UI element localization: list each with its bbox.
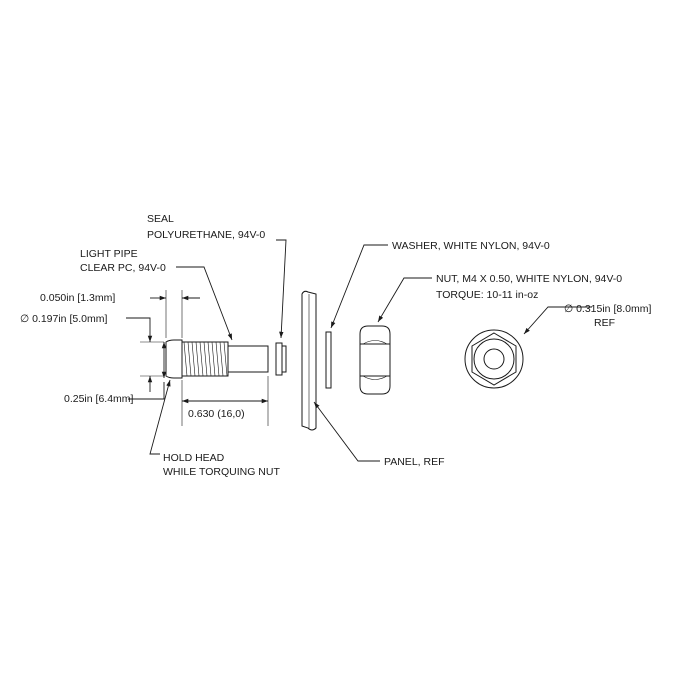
nut-body xyxy=(359,325,391,395)
seal-ring-outer xyxy=(275,342,283,376)
panel-leader xyxy=(313,401,380,462)
washer-part xyxy=(325,331,332,389)
thread-line xyxy=(199,341,204,377)
seal-leader xyxy=(276,239,287,339)
washer-leader xyxy=(330,244,388,329)
thread-line xyxy=(183,341,188,377)
light-pipe-leader xyxy=(176,266,233,341)
thread-line xyxy=(223,341,228,377)
thread-line xyxy=(195,341,200,377)
length-label: 0.630 (16,0) xyxy=(188,408,245,420)
nut-label-1: NUT, M4 X 0.50, WHITE NYLON, 94V-0 xyxy=(436,273,622,285)
nut-end-view xyxy=(464,329,524,389)
hold-head-leader xyxy=(149,379,171,455)
panel-label: PANEL, REF xyxy=(384,456,445,468)
nut-ref-label: REF xyxy=(594,317,615,329)
dim-head-height xyxy=(128,342,167,400)
light-pipe-tip xyxy=(227,345,269,373)
light-pipe-label-1: LIGHT PIPE xyxy=(80,248,138,260)
nut-label-2: TORQUE: 10-11 in-oz xyxy=(436,289,538,301)
hold-head-label-1: HOLD HEAD xyxy=(163,452,225,464)
dim-length xyxy=(181,376,269,426)
thread-lines xyxy=(183,341,228,377)
thread-line xyxy=(203,341,208,377)
thread-line xyxy=(207,341,212,377)
seal-label-2: POLYURETHANE, 94V-0 xyxy=(147,229,265,241)
nut-diameter-leader xyxy=(523,306,592,335)
light-pipe-label-2: CLEAR PC, 94V-0 xyxy=(80,262,166,274)
seal-part xyxy=(275,342,287,376)
thread-line xyxy=(187,341,192,377)
light-pipe-threads xyxy=(181,341,229,377)
head-thickness-label: 0.050in [1.3mm] xyxy=(40,292,115,304)
nut-chamfer-bottom xyxy=(362,375,388,380)
nut-diameter-label: ∅ 0.315in [8.0mm] xyxy=(564,303,651,315)
seal-label-1: SEAL xyxy=(147,213,174,225)
light-pipe-part xyxy=(165,339,269,379)
hold-head-label-2: WHILE TORQUING NUT xyxy=(163,466,280,478)
dim-head-thickness xyxy=(150,290,200,338)
seal-ring-inner xyxy=(281,345,287,373)
washer-label: WASHER, WHITE NYLON, 94V-0 xyxy=(392,240,550,252)
diameter-label: ∅ 0.197in [5.0mm] xyxy=(20,313,107,325)
nut-chamfer-top xyxy=(362,340,388,345)
thread-line xyxy=(191,341,196,377)
thread-line xyxy=(215,341,220,377)
head-height-label: 0.25in [6.4mm] xyxy=(64,393,134,405)
dim-diameter xyxy=(126,317,164,392)
light-pipe-head xyxy=(165,339,183,379)
panel-part xyxy=(301,290,317,431)
thread-line xyxy=(219,341,224,377)
nut-leader xyxy=(377,277,432,323)
nut-side-part xyxy=(359,325,391,395)
thread-line xyxy=(211,341,216,377)
nut-bore-inner xyxy=(483,348,505,370)
